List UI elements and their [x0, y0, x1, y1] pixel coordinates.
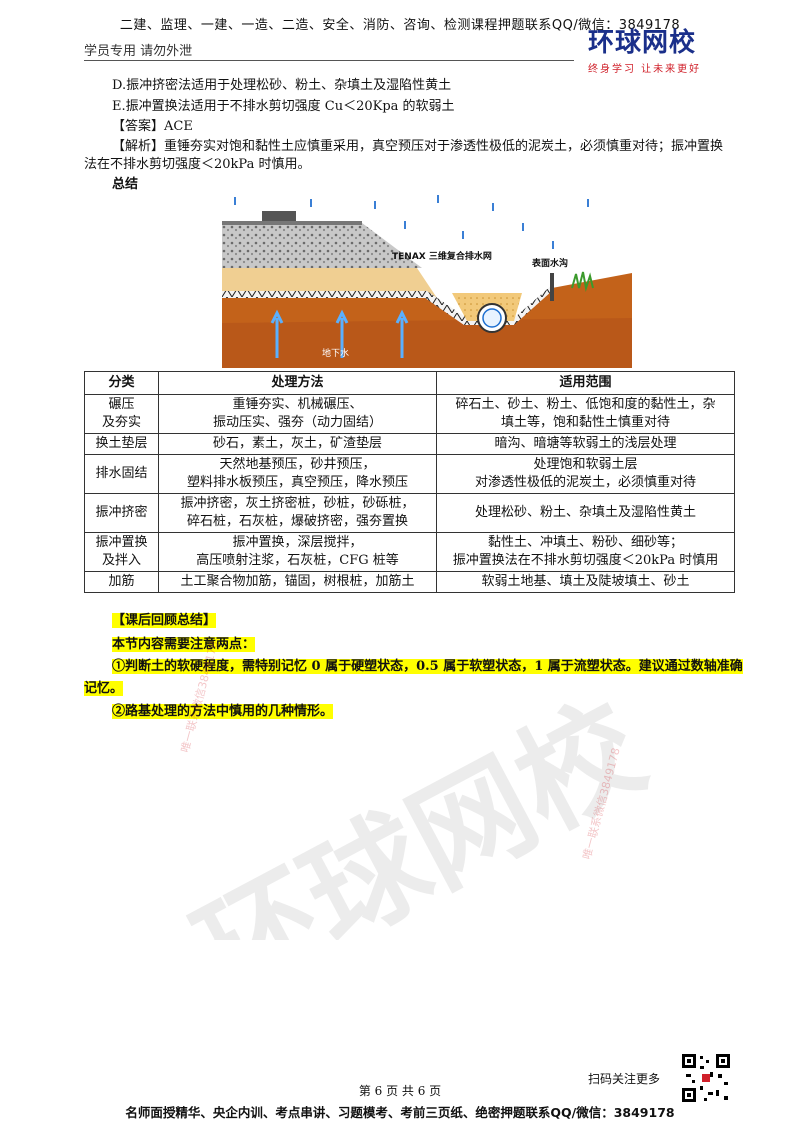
cell-scope: 处理饱和软弱土层对渗透性极低的泥炭土，必须慎重对待 — [436, 454, 735, 494]
recap-point-1: ①判断土的软硬程度，需特别记忆 0 属于硬塑状态，0.5 属于软塑状态，1 属于… — [84, 659, 743, 696]
cell-scope: 软弱土地基、填土及陡坡填土、砂土 — [436, 571, 735, 593]
qr-label: 扫码关注更多 — [588, 1072, 661, 1086]
logo-text: 环球网校 — [588, 28, 697, 58]
watermark-contact-2: 唯一联系微信3849178 — [579, 746, 622, 861]
table-row: 换土垫层 砂石，素土，灰土，矿渣垫层 暗沟、暗塘等软弱土的浅层处理 — [84, 433, 735, 455]
summary-heading: 总结 — [112, 177, 139, 192]
table-row: 振冲置换及拌入 振冲置换，深层搅拌，高压喷射注浆，石灰桩，CFG 桩等 黏性土、… — [84, 532, 735, 572]
brand-logo: 环球网校 终身学习 让未来更好 — [588, 28, 738, 84]
ground-treatment-table: 分类 处理方法 适用范围 碾压及夯实 重锤夯实、机械碾压、振动压实、强夯（动力固… — [84, 371, 735, 593]
cell-method: 振冲挤密，灰土挤密桩，砂桩，砂砾桩，碎石桩，石灰桩，爆破挤密，强夯置换 — [158, 493, 437, 533]
header-category: 分类 — [84, 371, 159, 395]
roadbed-drainage-diagram: 地下水 TENAX 三维复合排水网 表面水沟 — [222, 193, 632, 368]
cell-method: 土工聚合物加筋，锚固，树根桩，加筋土 — [158, 571, 437, 593]
header-student-notice: 学员专用 请勿外泄 — [84, 44, 193, 59]
table-row: 碾压及夯实 重锤夯实、机械碾压、振动压实、强夯（动力固结） 碎石土、砂土、粉土、… — [84, 394, 735, 434]
recap-point-2: ②路基处理的方法中慎用的几种情形。 — [112, 704, 334, 719]
option-d: D.振冲挤密法适用于处理松砂、粉土、杂填土及湿陷性黄土 — [112, 78, 452, 93]
cell-category: 碾压及夯实 — [84, 394, 159, 434]
cell-category: 振冲挤密 — [84, 493, 159, 533]
cell-method: 振冲置换，深层搅拌，高压喷射注浆，石灰桩，CFG 桩等 — [158, 532, 437, 572]
answer-line: 【答案】ACE — [112, 119, 193, 134]
cell-category: 排水固结 — [84, 454, 159, 494]
cell-scope: 暗沟、暗塘等软弱土的浅层处理 — [436, 433, 735, 455]
recap-intro: 本节内容需要注意两点： — [112, 637, 256, 652]
header-contact-line: 二建、监理、一建、一造、二造、安全、消防、咨询、检测课程押题联系QQ/微信：38… — [119, 18, 681, 33]
header-divider — [84, 60, 574, 61]
analysis-paragraph: 【解析】重锤夯实对饱和黏性土应慎重采用，真空预压对于渗透性极低的泥炭土，必须慎重… — [84, 139, 724, 172]
cell-category: 振冲置换及拌入 — [84, 532, 159, 572]
cell-scope: 碎石土、砂土、粉土、低饱和度的黏性土，杂填土等，饱和黏性土慎重对待 — [436, 394, 735, 434]
cell-method: 砂石，素土，灰土，矿渣垫层 — [158, 433, 437, 455]
cell-method: 重锤夯实、机械碾压、振动压实、强夯（动力固结） — [158, 394, 437, 434]
page-number: 第 6 页 共 6 页 — [358, 1084, 442, 1098]
table-header-row: 分类 处理方法 适用范围 — [84, 371, 735, 395]
logo-slogan: 终身学习 让未来更好 — [588, 64, 702, 75]
table-row: 振冲挤密 振冲挤密，灰土挤密桩，砂桩，砂砾桩，碎石桩，石灰桩，爆破挤密，强夯置换… — [84, 493, 735, 533]
recap-title: 【课后回顾总结】 — [112, 613, 217, 628]
surface-ditch-label: 表面水沟 — [531, 257, 568, 269]
cell-scope: 处理松砂、粉土、杂填土及湿陷性黄土 — [436, 493, 735, 533]
cell-category: 换土垫层 — [84, 433, 159, 455]
header-scope: 适用范围 — [436, 371, 735, 395]
cell-category: 加筋 — [84, 571, 159, 593]
cell-scope: 黏性土、冲填土、粉砂、细砂等；振冲置换法在不排水剪切强度＜20kPa 时慎用 — [436, 532, 735, 572]
tenax-net-label: TENAX 三维复合排水网 — [392, 250, 492, 262]
table-row: 加筋 土工聚合物加筋，锚固，树根桩，加筋土 软弱土地基、填土及陡坡填土、砂土 — [84, 571, 735, 593]
footer-contact-line: 名师面授精华、央企内训、考点串讲、习题模考、考前三页纸、绝密押题联系QQ/微信：… — [125, 1105, 675, 1120]
table-row: 排水固结 天然地基预压，砂井预压，塑料排水板预压，真空预压，降水预压 处理饱和软… — [84, 454, 735, 494]
qr-code-icon[interactable] — [680, 1052, 732, 1104]
cell-method: 天然地基预压，砂井预压，塑料排水板预压，真空预压，降水预压 — [158, 454, 437, 494]
groundwater-label: 地下水 — [322, 347, 349, 359]
header-method: 处理方法 — [158, 371, 437, 395]
option-e: E.振冲置换法适用于不排水剪切强度 Cu＜20Kpa 的软弱土 — [112, 99, 455, 114]
